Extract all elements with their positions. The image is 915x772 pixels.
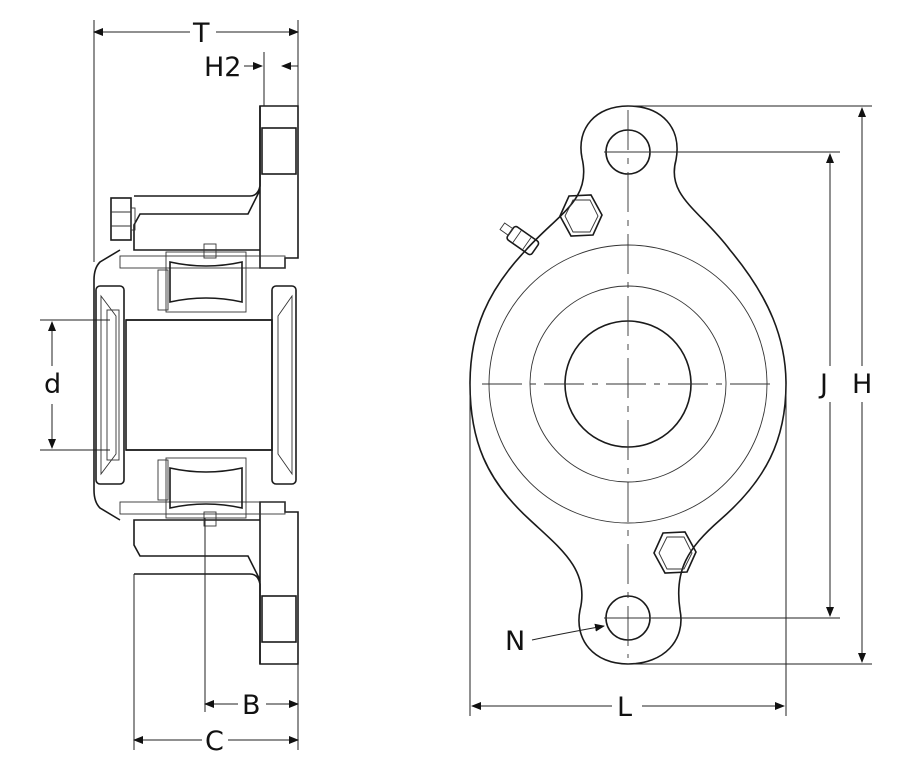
upper-bolt-hole <box>261 127 297 175</box>
dimension-d: d <box>40 319 110 451</box>
flange-upper <box>133 105 299 269</box>
housing-outline <box>134 106 261 664</box>
flange-lower <box>133 501 299 665</box>
dimension-J: J <box>652 151 840 619</box>
grease-fitting <box>499 222 540 256</box>
roller-lower <box>157 457 247 527</box>
hex-bolt-lower <box>653 531 697 574</box>
side-section-view <box>93 20 299 665</box>
hex-bolt-side <box>110 197 136 241</box>
collar-left <box>95 285 125 485</box>
roller-upper <box>157 243 247 313</box>
dimension-C: C <box>133 574 299 757</box>
label-L: L <box>617 692 632 723</box>
collar-left-inner <box>106 309 120 461</box>
lower-bolt-hole <box>261 595 297 643</box>
label-H2: H2 <box>204 52 241 83</box>
housing-body <box>93 249 121 521</box>
label-B: B <box>242 690 261 721</box>
label-J: J <box>818 369 828 400</box>
dimension-T: T <box>93 18 299 49</box>
label-d: d <box>44 369 61 400</box>
hex-bolt-upper <box>559 194 603 237</box>
label-N: N <box>505 626 525 657</box>
shaft <box>125 319 273 451</box>
dimension-N: N <box>505 623 605 657</box>
label-C: C <box>205 726 224 757</box>
dimension-H2: H2 <box>204 52 298 83</box>
dimension-H: H <box>628 105 872 665</box>
dimension-L: L <box>469 384 787 723</box>
front-view <box>469 105 787 665</box>
label-T: T <box>192 18 210 49</box>
collar-right-detail <box>277 294 293 476</box>
collar-left-detail <box>100 294 117 476</box>
inner-cavity-top <box>119 255 286 269</box>
inner-cavity-bot <box>119 501 286 515</box>
dimension-B: B <box>204 518 299 750</box>
label-H: H <box>852 369 872 400</box>
